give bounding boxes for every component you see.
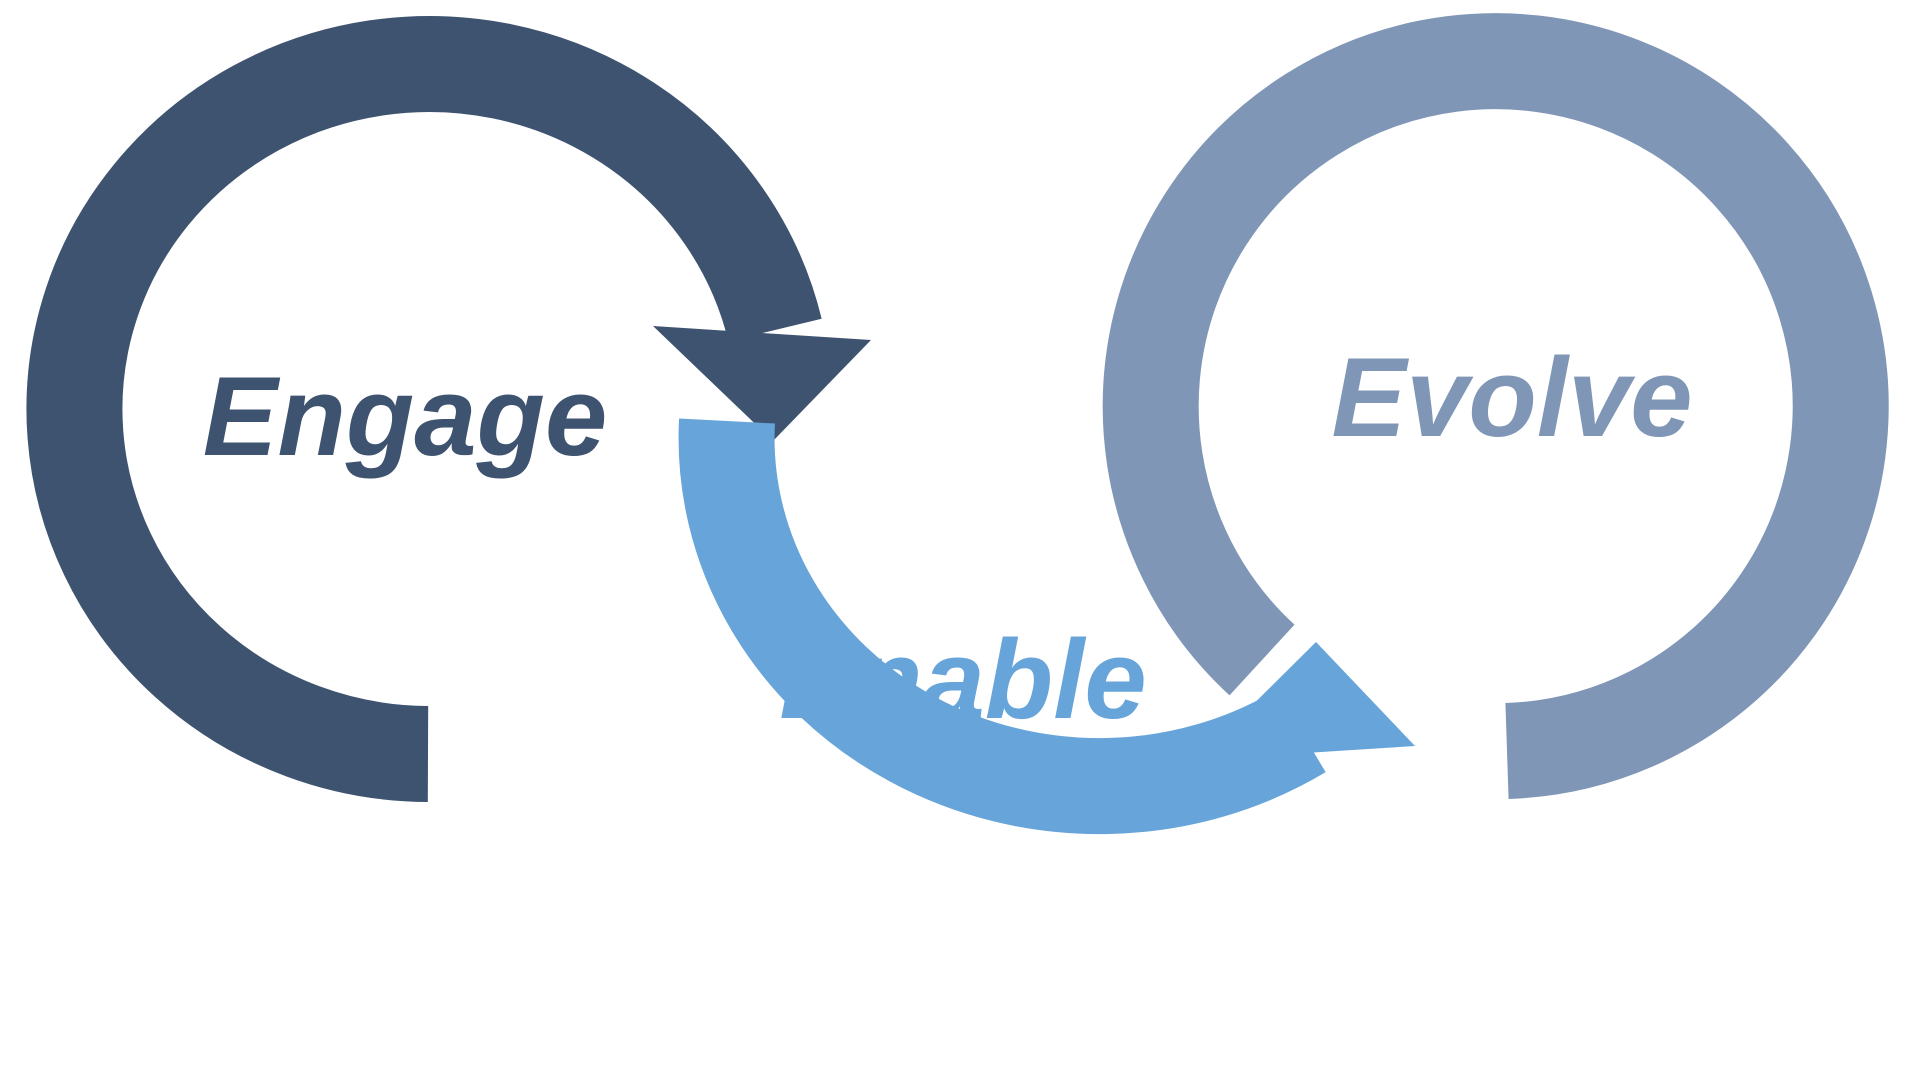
- engage-arrowhead: [653, 326, 871, 441]
- evolve-arc: [1102, 13, 1889, 799]
- enable-cycle-arrow: [678, 418, 1415, 835]
- evolve-label: Evolve: [1331, 335, 1692, 460]
- evolve-cycle-arrow: [1102, 13, 1889, 799]
- engage-cycle-arrow: [26, 16, 871, 802]
- engage-label: Engage: [203, 354, 608, 479]
- enable-arrowhead: [1197, 642, 1415, 760]
- enable-arc: [678, 418, 1326, 835]
- enable-label: Enable: [779, 617, 1146, 742]
- engage-arc: [26, 16, 822, 802]
